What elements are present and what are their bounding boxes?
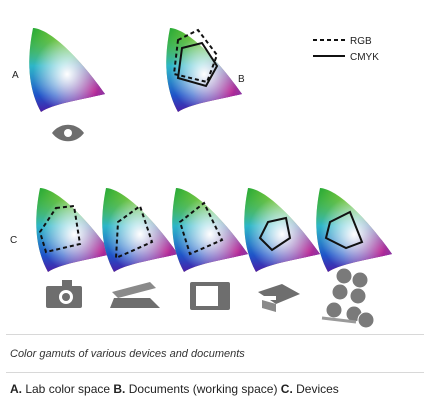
caption-key-a: A. bbox=[10, 382, 22, 396]
gamut-device-monitor bbox=[172, 188, 248, 272]
caption-key-c: C. bbox=[280, 382, 293, 396]
legend-cmyk-label: CMYK bbox=[350, 52, 379, 63]
gamut-device-scanner bbox=[102, 188, 178, 272]
camera-icon bbox=[46, 280, 82, 308]
gamut-documents-b bbox=[166, 28, 242, 112]
caption-text-c: Devices bbox=[292, 382, 339, 396]
legend: RGB CMYK bbox=[313, 36, 379, 63]
divider-middle bbox=[6, 372, 424, 373]
figure-caption: Color gamuts of various devices and docu… bbox=[10, 348, 245, 360]
caption-text-a: Lab color space bbox=[22, 382, 114, 396]
gamut-device-printer bbox=[244, 188, 320, 272]
label-c: C bbox=[10, 235, 17, 246]
gamut-device-press bbox=[316, 188, 392, 272]
eye-icon bbox=[52, 124, 84, 142]
label-b: B bbox=[238, 74, 245, 85]
caption-key: A. Lab color space B. Documents (working… bbox=[10, 382, 339, 396]
gamut-lab-a bbox=[29, 28, 106, 112]
monitor-icon bbox=[190, 282, 230, 310]
color-gamut-figure: A B RGB CMYK C bbox=[10, 28, 392, 329]
gamut-device-camera bbox=[36, 188, 113, 272]
printer-icon bbox=[258, 284, 300, 312]
caption-key-b: B. bbox=[113, 382, 126, 396]
press-rollers-icon bbox=[321, 267, 375, 329]
scanner-icon bbox=[110, 282, 160, 308]
legend-rgb-label: RGB bbox=[350, 36, 372, 47]
divider-top bbox=[6, 334, 424, 335]
label-a: A bbox=[12, 70, 19, 81]
caption-text-b: Documents (working space) bbox=[125, 382, 281, 396]
